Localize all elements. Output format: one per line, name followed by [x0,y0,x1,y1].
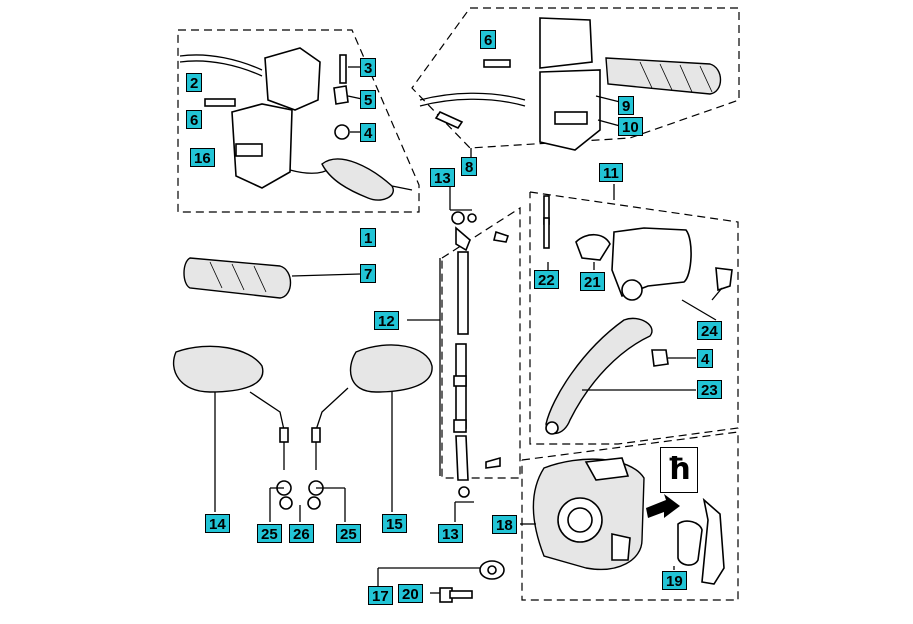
group-boundary-left-switch [177,29,420,213]
callout-6b: 6 [480,30,497,49]
callout-4a: 4 [360,123,377,142]
callout-25a: 25 [257,524,282,543]
right-switch-assembly [419,17,722,158]
group-boundary-brake-hose [441,206,521,479]
callout-4b: 4 [697,349,714,368]
brake-pads-19 [673,497,725,585]
group-boundary-caliper [521,431,739,601]
callout-19: 19 [662,571,687,590]
callout-13a: 13 [430,168,455,187]
mirror-nuts [269,480,346,522]
callout-17: 17 [368,586,393,605]
callout-3: 3 [360,58,377,77]
callout-24: 24 [697,321,722,340]
callout-13b: 13 [438,524,463,543]
brake-hose-12 [407,186,510,522]
callout-16: 16 [190,148,215,167]
callout-9: 9 [618,96,635,115]
callout-5: 5 [360,90,377,109]
callout-1: 1 [360,228,377,247]
callout-18: 18 [492,515,517,534]
callout-12: 12 [374,311,399,330]
callout-15: 15 [382,514,407,533]
callout-7: 7 [360,264,377,283]
callout-26: 26 [289,524,314,543]
master-cylinder-assembly [543,184,733,435]
callout-23: 23 [697,380,722,399]
callout-21: 21 [580,272,605,291]
callout-10: 10 [618,117,643,136]
callout-2: 2 [186,73,203,92]
group-boundary-right-switch [411,7,740,149]
mirror-left-14 [172,345,289,512]
brake-caliper-18 [520,457,680,570]
grip-7 [183,257,361,299]
callout-14: 14 [205,514,230,533]
mirror-right-15 [311,344,433,512]
bolt-and-washer [377,560,505,603]
callout-22: 22 [534,270,559,289]
callout-11: 11 [599,163,623,182]
group-boundary-master-cylinder [529,191,739,445]
callout-8: 8 [461,157,478,176]
tool-symbol-icon: ħ [660,447,698,493]
left-switch-assembly [179,47,413,201]
callout-6a: 6 [186,110,203,129]
callout-20: 20 [398,584,423,603]
callout-25b: 25 [336,524,361,543]
